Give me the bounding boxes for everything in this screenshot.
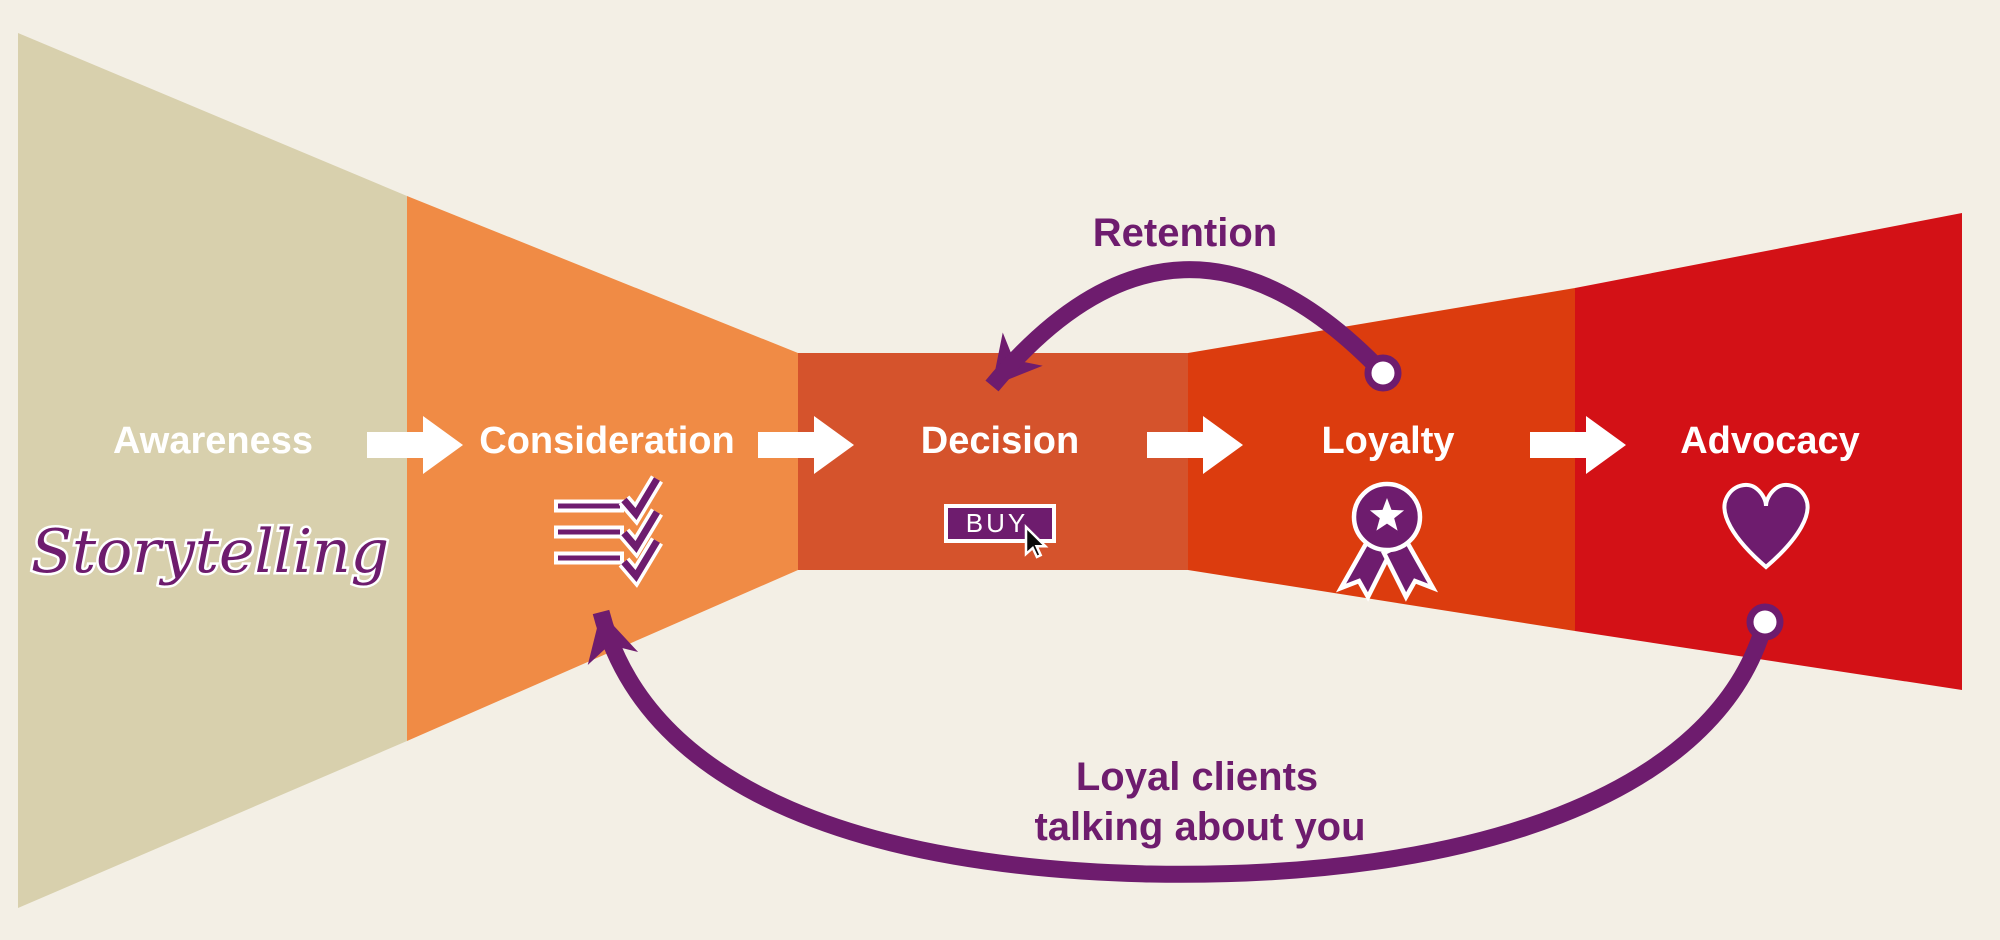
checklist-bar [554, 525, 624, 539]
stage-labels: Awareness Consideration Decision Loyalty… [113, 420, 1860, 462]
checklist-bar [554, 551, 624, 565]
retention-arc [985, 261, 1390, 392]
storytelling-script-text: Storytelling [31, 517, 389, 587]
award-icon [1335, 481, 1439, 602]
checkmark-icon [621, 539, 661, 582]
stage-label-advocacy: Advocacy [1680, 420, 1860, 462]
checklist-checkmarks [618, 475, 664, 588]
stage-label-consideration: Consideration [479, 420, 734, 462]
retention-label: Retention [1093, 211, 1277, 255]
stage-awareness-shape [18, 33, 407, 908]
heart-icon [1722, 482, 1810, 570]
stage-decision-shape [798, 353, 1188, 570]
checklist-bar [554, 499, 624, 513]
stage-loyalty-shape [1188, 288, 1575, 631]
cursor-icon [1024, 524, 1049, 559]
purple-artwork: Storytelling BUY Retention Loyal clients… [28, 211, 1810, 849]
checkmark-icon [621, 510, 661, 553]
loop-arcs [592, 261, 1784, 883]
stage-label-decision: Decision [921, 420, 1079, 462]
retention-start-dot [1364, 354, 1402, 392]
word-of-mouth-start-dot [1746, 603, 1784, 641]
stage-shapes [18, 33, 1962, 908]
checkmark-icon [621, 477, 661, 520]
buy-button[interactable]: BUY [944, 504, 1056, 543]
star-icon [1369, 498, 1405, 531]
word-of-mouth-arc [592, 609, 1774, 883]
stage-advocacy-shape [1575, 213, 1962, 690]
stage-label-awareness: Awareness [113, 420, 313, 462]
stage-consideration-shape [407, 196, 798, 741]
word-of-mouth-label-line1: Loyal clients [1076, 755, 1318, 799]
checklist-icon [554, 499, 624, 565]
buy-button-label: BUY [966, 508, 1028, 538]
stage-label-loyalty: Loyalty [1321, 420, 1454, 462]
word-of-mouth-label-line2: talking about you [1034, 805, 1365, 849]
